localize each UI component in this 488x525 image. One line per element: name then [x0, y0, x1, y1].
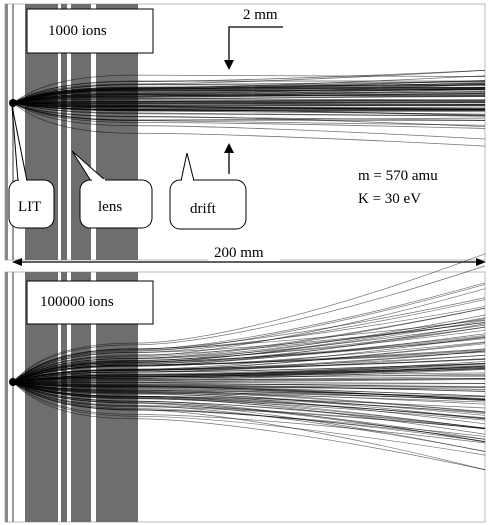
ion-trajectory [12, 381, 486, 444]
ion-trajectory [12, 284, 486, 383]
energy-parameter: K = 30 eV [358, 191, 421, 207]
ion-trajectory [12, 381, 486, 443]
lit-edge-electrode [5, 272, 8, 522]
ion-trajectory [12, 366, 486, 383]
ion-trajectory [12, 320, 486, 383]
ion-trajectory [12, 307, 486, 383]
top-panel: 1000 ions 2 mm LIT lens drift [4, 3, 486, 261]
ion-trajectory [12, 381, 486, 405]
ion-trajectory [12, 87, 486, 104]
ion-count-box [26, 8, 154, 54]
ion-count-label: 1000 ions [48, 23, 107, 39]
ion-trajectory [12, 379, 486, 383]
callout-bubble [79, 179, 153, 229]
ion-count-label: 100000 ions [40, 294, 114, 310]
ion-trajectory [12, 80, 486, 104]
callout-drift-label: drift [190, 201, 217, 217]
callout-lit: LIT [8, 105, 55, 229]
ion-trajectory [12, 102, 486, 105]
ion-trajectory [12, 381, 486, 452]
ion-source-point [9, 378, 17, 386]
ion-trajectory [12, 319, 486, 383]
dimension-up-arrow-icon [224, 143, 234, 153]
ion-trajectory [12, 358, 486, 383]
ion-trajectory [12, 253, 486, 383]
bottom-panel: 100000 ions [4, 253, 486, 523]
ion-trajectory [12, 381, 486, 419]
ion-trajectory [12, 350, 486, 383]
ion-trajectory [12, 381, 486, 390]
ion-trajectory [12, 80, 486, 104]
dimension-label: 2 mm [243, 7, 278, 23]
callout-drift: drift [169, 152, 247, 230]
scale-left-arrow-icon [12, 258, 22, 266]
ion-trajectory [12, 96, 486, 104]
callout-lit-label: LIT [18, 199, 41, 215]
top-trajectories [12, 69, 486, 147]
ion-trajectory [12, 329, 486, 383]
callout-bubble [8, 179, 55, 229]
ion-trajectory [12, 69, 486, 104]
ion-trajectory [12, 102, 486, 116]
ion-trajectory [12, 265, 486, 383]
ion-trajectory [12, 381, 486, 442]
dimension-marker: 2 mm [224, 7, 283, 174]
ion-trajectory [12, 381, 486, 401]
ion-count-box [26, 280, 154, 325]
ion-trajectory [12, 102, 486, 147]
ion-trajectory [12, 381, 486, 471]
callout-lens-label: lens [98, 199, 122, 215]
lit-edge-electrode [12, 272, 14, 522]
ion-trajectory [12, 89, 486, 104]
dimension-down-arrow-icon [224, 60, 234, 70]
ion-source-point [9, 99, 17, 107]
ion-trajectory [12, 314, 486, 383]
mass-parameter: m = 570 amu [358, 168, 438, 184]
ion-trajectory [12, 381, 486, 429]
ion-trajectory [12, 354, 486, 383]
scale-bar: 200 mm [12, 245, 486, 266]
lit-edge-electrode [12, 4, 14, 260]
dimension-upper-leader [228, 26, 283, 62]
ion-trajectory [12, 102, 486, 121]
ion-trajectory [12, 378, 486, 383]
callout-lens: lens [71, 150, 153, 229]
ion-trajectory [12, 99, 486, 104]
ion-trajectory [12, 102, 486, 128]
ion-trajectory [12, 102, 486, 129]
lens-electrode [61, 4, 67, 260]
lit-edge-electrode [5, 4, 8, 260]
ion-trajectory [12, 93, 486, 104]
ion-trajectory [12, 333, 486, 383]
scale-right-arrow-icon [476, 258, 486, 266]
scale-length-label: 200 mm [214, 245, 264, 261]
ion-trajectory [12, 288, 486, 383]
ion-trajectory [12, 102, 486, 140]
ion-trajectory [12, 381, 486, 456]
ion-trajectory [12, 381, 486, 413]
ion-trajectory [12, 381, 486, 435]
ion-trajectory [12, 381, 486, 425]
ion-trajectory [12, 322, 486, 383]
callout-bubble [169, 179, 247, 230]
ion-trajectory [12, 74, 486, 104]
ion-trajectory [12, 102, 486, 106]
ion-trajectory [12, 307, 486, 383]
ion-trajectory [12, 299, 486, 383]
ion-trajectory [12, 100, 486, 104]
ion-trajectory [12, 381, 486, 401]
lens-electrode [71, 272, 91, 522]
ion-trajectory [12, 381, 486, 429]
ion-trajectory [12, 102, 486, 117]
ion-trajectory [12, 381, 486, 471]
